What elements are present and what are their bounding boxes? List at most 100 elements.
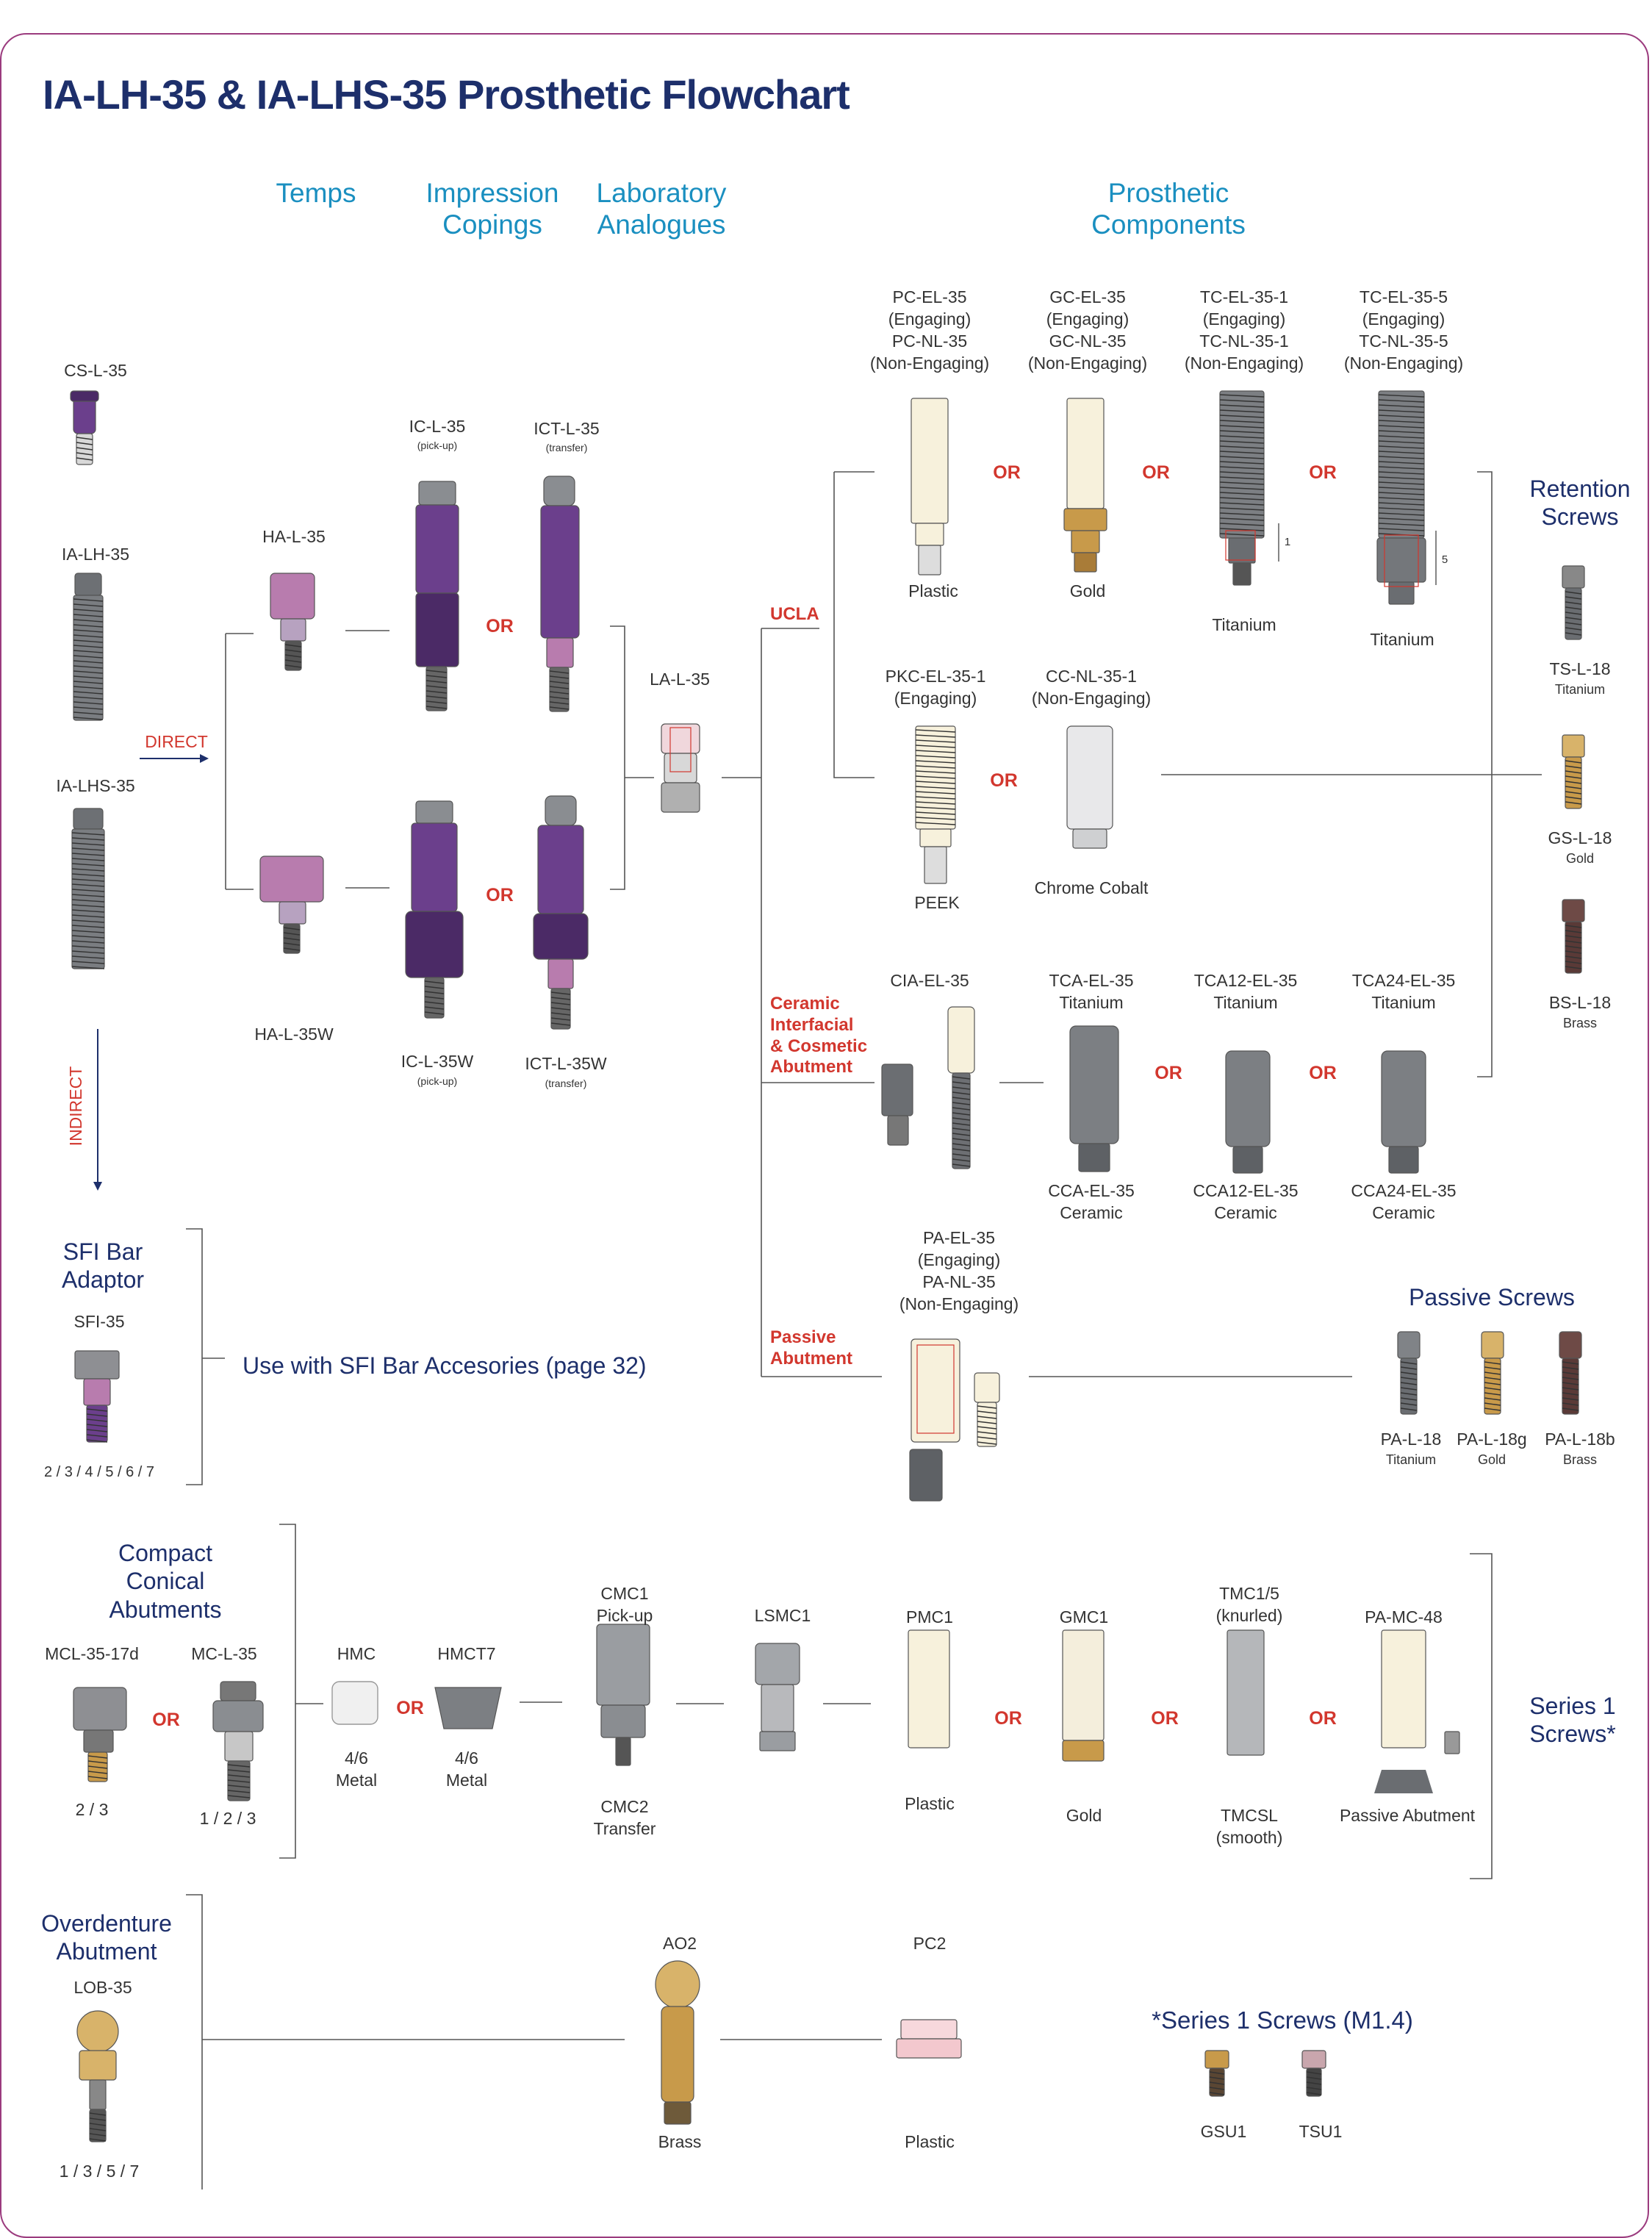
ia-lh-35-body-thread (73, 701, 104, 705)
ic-l-35w-body (411, 822, 458, 912)
ha-l-35w-neck (279, 901, 306, 925)
sfi-title: SFI Bar Adaptor (61, 1238, 145, 1294)
note-hmct7: 4/6 Metal (445, 1749, 488, 1790)
header-temps: Temps (276, 178, 356, 208)
cia-el-35-screw-thread (952, 1076, 971, 1080)
gs-l-18-body-thread (1565, 781, 1582, 784)
ha-l-35w-screw-thread (283, 947, 301, 951)
label-tca-el-35: TCA-EL-35 Titanium (1049, 971, 1134, 1012)
lob-35-screw-thread (89, 2117, 107, 2121)
tc-el-35-1-body-thread (1219, 394, 1265, 398)
note-ic-l-35w: (pick-up) (417, 1075, 458, 1087)
or-label-ucla-1: OR (993, 462, 1021, 483)
ict-l-35-screw-thread (549, 691, 570, 695)
ic-l-35w-screw-thread (424, 980, 445, 984)
bs-l-18-body-thread (1565, 925, 1582, 928)
tc-el-35-1-body-thread (1219, 507, 1265, 511)
tc-el-35-5-body-thread (1378, 507, 1425, 511)
tca12-el-35-body (1225, 1050, 1271, 1147)
tc-el-35-5-body-thread (1378, 404, 1425, 408)
mcl-35-17d-screw-thread (87, 1760, 108, 1764)
sfi-35-head (74, 1350, 120, 1380)
pa-l-18g-body-thread (1484, 1361, 1501, 1365)
pa-el-35-screw-thread (977, 1410, 997, 1414)
ict-l-35w-neck (547, 958, 574, 989)
ia-lh-35-body-thread (73, 670, 104, 674)
pkc-el-35-1-body-thread (915, 755, 956, 758)
bs-l-18-body-thread (1565, 930, 1582, 933)
tc-el-35-1-body-thread (1219, 420, 1265, 423)
pmc1-body (908, 1629, 950, 1749)
label-tc-el-35-1: TC-EL-35-1 (Engaging) TC-NL-35-1 (Non-En… (1184, 287, 1304, 373)
cc-nl-35-1-base (1072, 828, 1107, 849)
material-ao2: Brass (658, 2132, 702, 2151)
ia-lhs-35-body-thread (71, 832, 105, 836)
pa-l-18g-body-thread (1484, 1366, 1501, 1370)
ia-lhs-35-body-thread (71, 950, 105, 954)
label-pc-el-35: PC-EL-35 (Engaging) PC-NL-35 (Non-Engagi… (869, 287, 990, 373)
bs-l-18-body-thread (1565, 966, 1582, 969)
pa-el-35-screw-thread (977, 1441, 997, 1445)
label-cc-nl-35-1: CC-NL-35-1 (Non-Engaging) (1031, 667, 1152, 708)
tc-el-35-5-body-thread (1378, 430, 1425, 434)
ia-lh-35-body-thread (73, 711, 104, 715)
tc-el-35-5-body-thread (1378, 517, 1425, 521)
tc-el-35-1-body-thread (1219, 528, 1265, 531)
ia-lh-35-collar (74, 573, 102, 596)
tca24-el-35-body (1381, 1050, 1426, 1147)
pa-l-18b-body-thread (1562, 1361, 1579, 1365)
label-gsu1: GSU1 (1200, 2122, 1247, 2141)
ic-l-35-screw-thread (425, 675, 448, 678)
label-pa-mc-48: PA-MC-48 (1365, 1607, 1443, 1627)
gsu1-head (1204, 2050, 1229, 2069)
tc-el-35-1-body-thread (1219, 476, 1265, 480)
tc-el-35-1-body-thread (1219, 425, 1265, 428)
ia-lh-35-body-thread (73, 675, 104, 679)
or-label-ucla-4: OR (990, 770, 1018, 791)
overdenture-title: Overdenture Abutment (41, 1910, 172, 1965)
label-cmc1: CMC1 Pick-up (596, 1584, 653, 1625)
pkc-el-35-1-body-thread (915, 791, 956, 795)
gsu1-body-thread (1209, 2071, 1225, 2075)
cia-el-35-screw-thread (952, 1158, 971, 1162)
material-pa-mc-48: Passive Abutment (1339, 1806, 1476, 1825)
compact-title: Compact Conical Abutments (109, 1540, 222, 1623)
tsu1-body-thread (1306, 2076, 1322, 2080)
ic-l-35-screw-thread (425, 680, 448, 684)
tc-el-35-5-body-thread (1378, 471, 1425, 475)
cia-el-35-screw-thread (952, 1112, 971, 1116)
tc-el-35-1-body-thread (1219, 456, 1265, 459)
gs-l-18-body-thread (1565, 765, 1582, 769)
label-tsu1: TSU1 (1299, 2122, 1343, 2141)
tc-el-35-1-body-thread (1219, 481, 1265, 485)
ia-lhs-35-body-thread (71, 945, 105, 949)
cia-el-35-screw-thread (952, 1163, 971, 1167)
tmc1-5-body (1227, 1629, 1265, 1756)
pc2-bottom (896, 2038, 962, 2059)
pa-mc-48-body (1381, 1629, 1426, 1749)
mcl-35-17d-screw-thread (87, 1771, 108, 1774)
label-cca12-el-35: CCA12-EL-35 Ceramic (1193, 1181, 1299, 1222)
pa-l-18b-body-thread (1562, 1387, 1579, 1391)
ict-l-35w-body (537, 825, 584, 914)
cia-el-35-screw (952, 1072, 971, 1169)
label-gmc1: GMC1 (1059, 1607, 1109, 1627)
gsu1-body-thread (1209, 2076, 1225, 2080)
label-ic-l-35w: IC-L-35W (401, 1052, 474, 1071)
label-sfi-35: SFI-35 (73, 1312, 125, 1331)
or-label-ceramic-2: OR (1309, 1063, 1337, 1083)
pkc-el-35-1-body-thread (915, 770, 956, 774)
tc-el-35-1-body (1219, 390, 1265, 539)
passive-screws-title: Passive Screws (1409, 1284, 1575, 1310)
ia-lh-35-body-thread (73, 655, 104, 659)
pa-el-35-screw (977, 1402, 997, 1447)
tc-el-35-1-body-thread (1219, 523, 1265, 526)
tc-el-35-5-body-thread (1378, 425, 1425, 428)
tc-el-35-5-body-thread (1378, 409, 1425, 413)
pa-l-18-body-thread (1400, 1407, 1418, 1411)
pa-l-18-body-thread (1400, 1371, 1418, 1375)
pa-l-18-body-thread (1400, 1392, 1418, 1396)
material-pa-l-18g: Gold (1477, 1452, 1506, 1467)
lsmc1-base (759, 1731, 796, 1751)
pa-l-18b-body-thread (1562, 1382, 1579, 1385)
